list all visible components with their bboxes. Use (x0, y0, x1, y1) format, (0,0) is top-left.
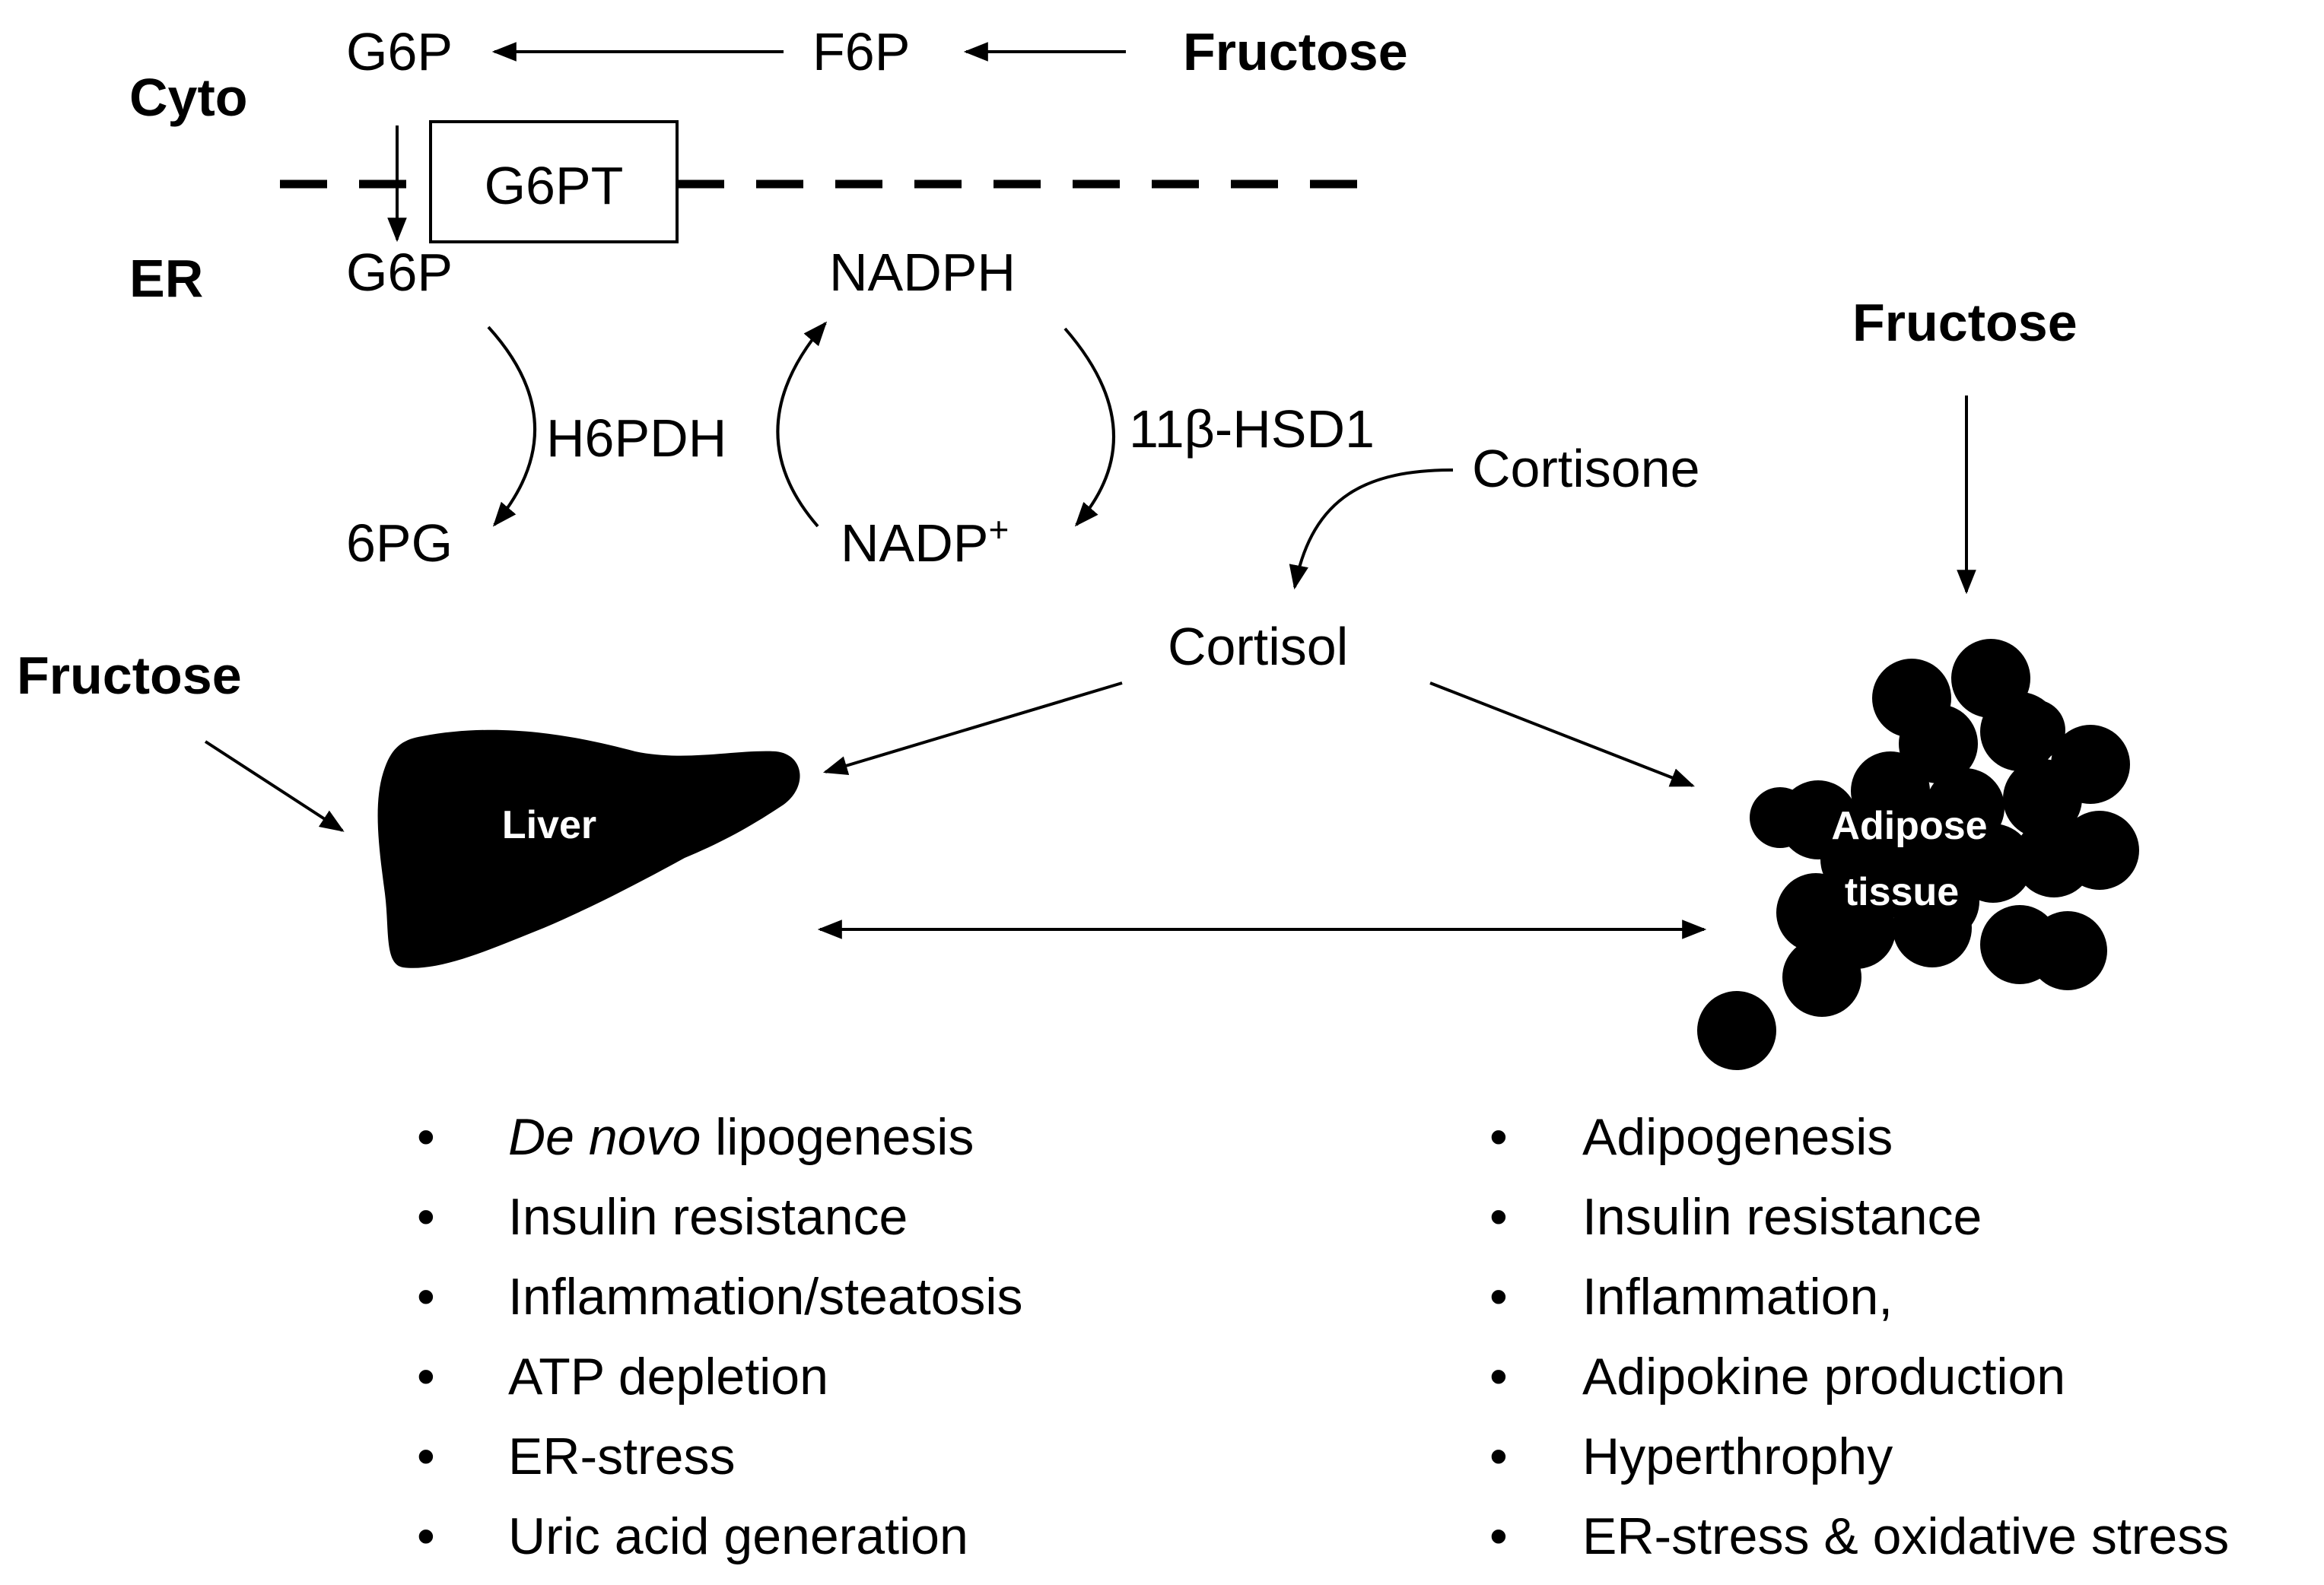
liver-effect-item: Uric acid generation (508, 1507, 968, 1565)
cortisol-label: Cortisol (1168, 617, 1348, 676)
adipose-label-line2: tissue (1845, 870, 1959, 914)
adipose-tissue-cluster (1697, 639, 2139, 1070)
nadp-label: NADP+ (841, 510, 1009, 573)
liver-effect-item: ER-stress (508, 1428, 735, 1485)
adipose-effect-item: Inflammation, (1582, 1268, 1893, 1326)
fructose-left-label: Fructose (17, 646, 242, 705)
arrow-g6p-to-6pg (487, 326, 536, 527)
liver-bullet: • (417, 1188, 435, 1246)
arrow-cortisol-to-adipose (1429, 681, 1695, 787)
adipose-effect-item: Hyperthrophy (1582, 1428, 1893, 1485)
adipose-effect-item: Insulin resistance (1582, 1188, 1982, 1246)
f6p-label: F6P (812, 22, 910, 81)
arrow-cortisol-to-liver (822, 681, 1123, 775)
adipose-effect-item: ER-stress & oxidative stress (1582, 1507, 2229, 1565)
adipose-bullet: • (1489, 1268, 1508, 1326)
liver-effect-item: Inflammation/steatosis (508, 1268, 1023, 1326)
fructose-right-label: Fructose (1852, 293, 2078, 352)
er-g6p-label: G6P (346, 243, 453, 302)
arrow-cortisone-to-cortisol (1289, 469, 1454, 590)
fructose-top-label: Fructose (1183, 22, 1408, 81)
adipose-bullet: • (1489, 1507, 1508, 1565)
adipose-bullet: • (1489, 1428, 1508, 1485)
liver-shape (377, 729, 800, 968)
cortisone-label: Cortisone (1472, 439, 1700, 498)
er-label: ER (129, 249, 203, 308)
h6pdh-label: H6PDH (546, 408, 726, 468)
liver-effect-item: Insulin resistance (508, 1188, 908, 1246)
liver-effect-item: ATP depletion (508, 1348, 828, 1406)
liver-bullet: • (417, 1507, 435, 1565)
arrow-nadph-to-nadp (1063, 327, 1115, 527)
arrow-nadp-to-nadph (776, 321, 828, 528)
liver-bullet: • (417, 1268, 435, 1326)
cyto-g6p-label: G6P (346, 22, 453, 81)
liver-bullet: • (417, 1348, 435, 1406)
liver-bullet: • (417, 1108, 435, 1166)
liver-effects-list: • De novo lipogenesis • Insulin resistan… (417, 1108, 1023, 1565)
adipose-bullet: • (1489, 1348, 1508, 1406)
nadph-label: NADPH (829, 243, 1016, 302)
arrow-fructose-to-liver (204, 740, 345, 832)
adipose-bullet: • (1489, 1188, 1508, 1246)
adipose-label-line1: Adipose (1831, 804, 1987, 848)
liver-effect-item: De novo lipogenesis (508, 1108, 974, 1166)
adipose-bullet: • (1489, 1108, 1508, 1166)
cyto-label: Cyto (129, 68, 248, 127)
adipose-effect-item: Adipokine production (1582, 1348, 2065, 1406)
liver-bullet: • (417, 1428, 435, 1485)
adipose-effects-list: • Adipogenesis • Insulin resistance • In… (1489, 1108, 2229, 1565)
g6pt-label: G6PT (485, 156, 624, 215)
g6pt-transporter-box (429, 120, 679, 243)
liver-label: Liver (502, 803, 596, 847)
hsd1-label: 11β-HSD1 (1129, 399, 1375, 459)
6pg-label: 6PG (346, 513, 453, 573)
adipose-effect-item: Adipogenesis (1582, 1108, 1893, 1166)
